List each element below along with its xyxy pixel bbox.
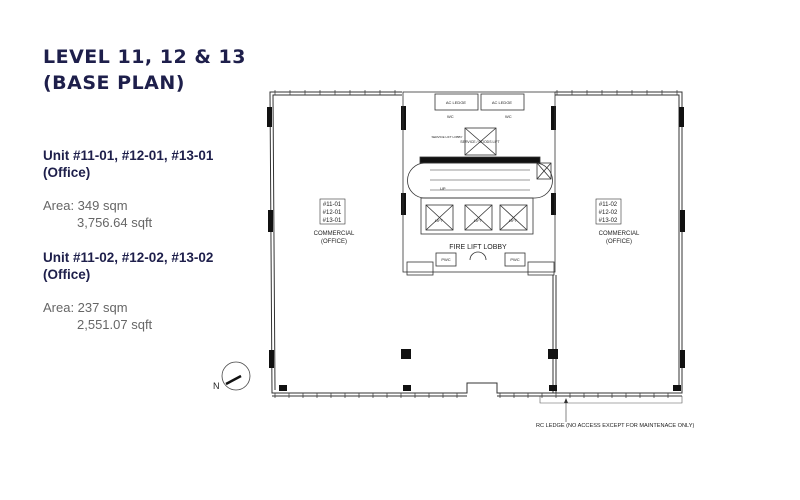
unit-2-area-sqm: Area: 237 sqm — [43, 300, 128, 315]
unit-use: (OFFICE) — [321, 239, 347, 245]
facade-mullions — [274, 90, 678, 398]
fire-lift-lobby-label: FIRE LIFT LOBBY — [449, 244, 507, 251]
unit-2-number: Unit #11-02, #12-02, #13-02 — [43, 250, 214, 265]
lift-label-1: LIFT — [435, 218, 444, 223]
unit-code: #11-01 — [323, 202, 342, 208]
unit-code: #12-02 — [599, 210, 618, 216]
unit-left-label: #11-01 #12-01 #13-01 COMMERCIAL (OFFICE) — [314, 198, 355, 245]
compass: N — [213, 361, 251, 391]
unit-1-type: (Office) — [43, 165, 91, 180]
unit-1-number: Unit #11-01, #12-01, #13-01 — [43, 148, 214, 163]
unit-code: #13-01 — [323, 218, 342, 224]
pwc-label-right: PWC — [510, 257, 519, 262]
goods-lift-label: SERVICE / GOODS LIFT — [460, 140, 500, 144]
pwc-label-left: PWC — [441, 257, 450, 262]
title-line-1: LEVEL 11, 12 & 13 — [43, 46, 246, 68]
service-lift-lobby-label: SERVICE LIFT LOBBY — [432, 135, 463, 139]
wc-label-right: WC — [505, 114, 512, 119]
unit-1-area-sqm: Area: 349 sqm — [43, 198, 128, 213]
page-title: LEVEL 11, 12 & 13 (BASE PLAN) — [43, 44, 246, 96]
unit-2-area: Area: 237 sqm 2,551.07 sqft — [43, 299, 152, 333]
stair-up-label: UP — [440, 186, 446, 191]
unit-1-heading: Unit #11-01, #12-01, #13-01 (Office) — [43, 147, 213, 181]
unit-use: COMMERCIAL — [599, 231, 640, 237]
rc-ledge-callout: RC LEDGE (NO ACCESS EXCEPT FOR MAINTENAC… — [536, 396, 694, 429]
lift-label-3: LIFT — [509, 218, 518, 223]
unit-right-label: #11-02 #12-02 #13-02 COMMERCIAL (OFFICE) — [595, 198, 640, 245]
outer-walls — [269, 91, 683, 397]
unit-1-area-sqft: 3,756.64 sqft — [77, 215, 153, 230]
unit-2-type: (Office) — [43, 267, 91, 282]
unit-use: COMMERCIAL — [314, 231, 355, 237]
ac-ledge-label-right: AC LEDGE — [492, 100, 513, 105]
unit-2-area-sqft: 2,551.07 sqft — [77, 317, 153, 332]
north-label: N — [213, 381, 220, 391]
core — [402, 91, 556, 276]
columns — [267, 106, 685, 391]
unit-code: #11-02 — [599, 202, 618, 208]
unit-code: #13-02 — [599, 218, 618, 224]
lift-label-2: LIFT — [474, 218, 483, 223]
rc-ledge-note: RC LEDGE (NO ACCESS EXCEPT FOR MAINTENAC… — [536, 423, 694, 429]
wc-label-left: WC — [447, 114, 454, 119]
unit-use: (OFFICE) — [606, 239, 632, 245]
unit-2-heading: Unit #11-02, #12-02, #13-02 (Office) — [43, 249, 213, 283]
ac-ledge-label-left: AC LEDGE — [446, 100, 467, 105]
north-arrow-icon — [225, 374, 242, 386]
unit-1-area: Area: 349 sqm 3,756.64 sqft — [43, 197, 152, 231]
core-labels: AC LEDGE AC LEDGE WC WC SERVICE / GOODS … — [432, 100, 520, 262]
title-line-2: (BASE PLAN) — [43, 72, 185, 94]
unit-code: #12-01 — [323, 210, 342, 216]
